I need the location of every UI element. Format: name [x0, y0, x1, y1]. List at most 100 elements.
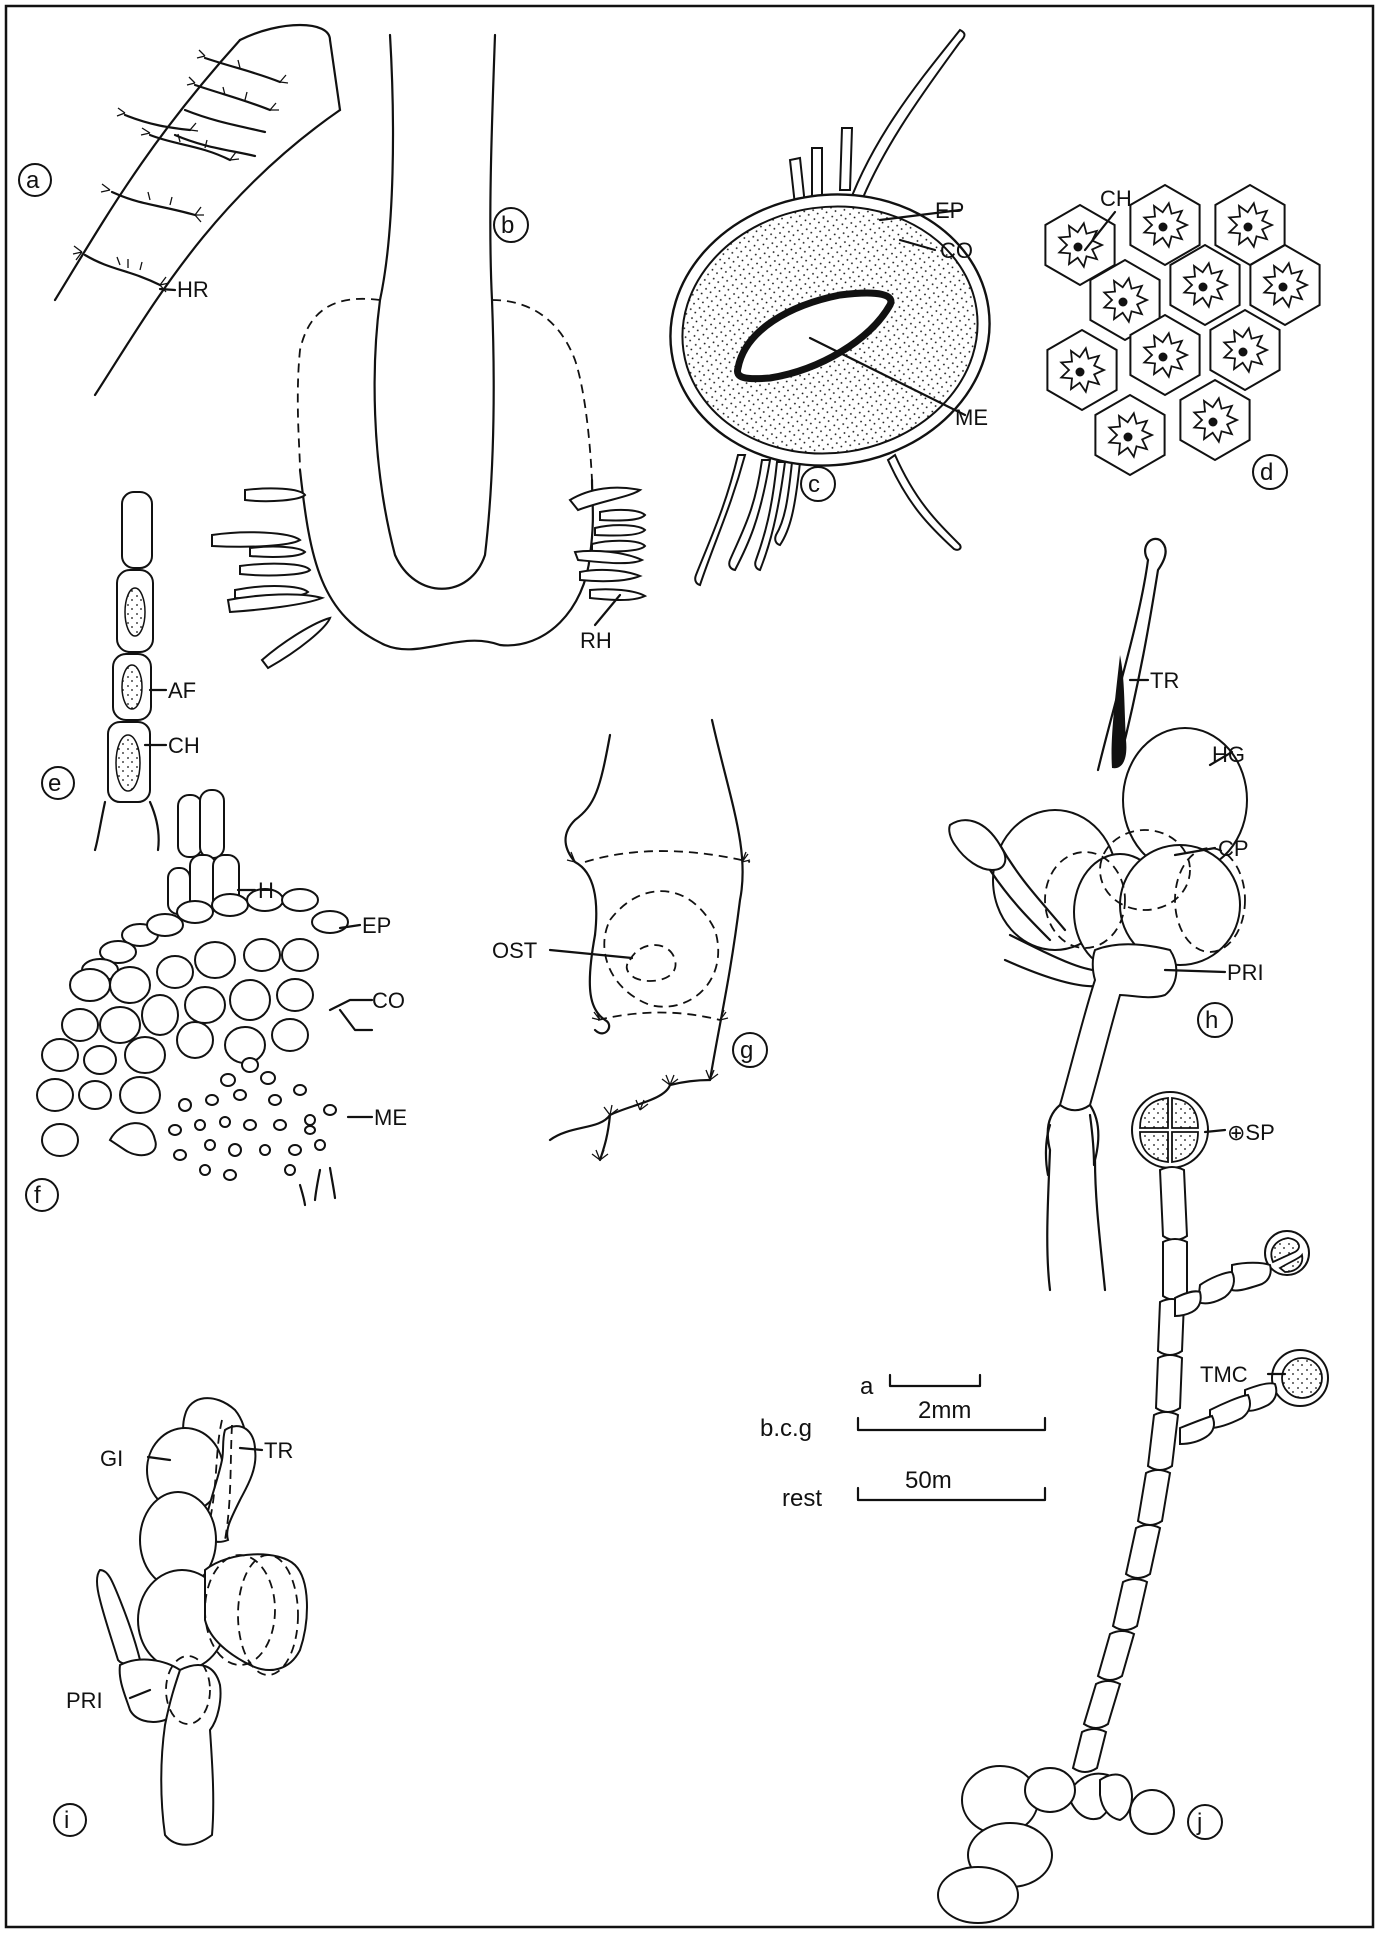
medullary-cell: [195, 1120, 205, 1130]
panel-a-filament: [55, 25, 340, 395]
medullary-cell: [110, 1123, 156, 1155]
medullary-cell: [224, 1170, 236, 1180]
medullary-cell: [315, 1140, 325, 1150]
medullary-cell: [261, 1072, 275, 1084]
pyrenoid: [1159, 353, 1168, 362]
filament-cell: [1098, 1631, 1134, 1680]
cortical-cell: [37, 1079, 73, 1111]
cortical-cell: [244, 939, 280, 971]
pyrenoid: [1159, 223, 1168, 232]
panel-label-h: h: [1205, 1007, 1218, 1034]
label-CO-f: CO: [372, 988, 405, 1013]
label-HR: HR: [177, 277, 209, 302]
label-H: H: [258, 878, 274, 903]
label-EP-c: EP: [935, 198, 964, 223]
medullary-cell: [294, 1085, 306, 1095]
filament-cell: [1156, 1355, 1182, 1412]
filament-cell: [1126, 1525, 1160, 1578]
medullary-cell: [274, 1120, 286, 1130]
medullary-cell: [229, 1144, 241, 1156]
epidermal-cell: [147, 914, 183, 936]
cortical-cell: [225, 1027, 265, 1063]
cortical-cell: [125, 1037, 165, 1073]
filament-cell: [1084, 1681, 1120, 1728]
medullary-cell: [285, 1165, 295, 1175]
medullary-cell: [244, 1120, 256, 1130]
medullary-cell: [220, 1117, 230, 1127]
filament-strands: [300, 1168, 335, 1205]
panel-label-i: i: [64, 1807, 69, 1834]
cortical-cell: [230, 980, 270, 1020]
cortical-cell: [120, 1077, 160, 1113]
cortical-cell: [195, 942, 235, 978]
medullary-cell: [221, 1074, 235, 1086]
medullary-cell: [305, 1115, 315, 1125]
medullary-cell: [200, 1165, 210, 1175]
cortical-cell: [110, 967, 150, 1003]
rhizoid-group-right: [570, 488, 645, 600]
panel-label-f: f: [34, 1182, 41, 1209]
panel-i-branch: [97, 1398, 307, 1845]
cortical-cell: [282, 939, 318, 971]
panel-f-tissue: [37, 790, 372, 1205]
epidermal-cell: [212, 894, 248, 916]
label-HG: HG: [1212, 742, 1245, 767]
medullary-cell: [179, 1099, 191, 1111]
pyrenoid: [1124, 433, 1133, 442]
filament-cell: [1113, 1579, 1147, 1630]
medullary-cell: [269, 1095, 281, 1105]
scale-bcg-value: 2mm: [918, 1397, 971, 1424]
cortical-cell: [79, 1081, 111, 1109]
label-EP-f: EP: [362, 913, 391, 938]
medullary-cell: [305, 1126, 315, 1134]
cortical-cell: [84, 1046, 116, 1074]
panel-label-d: d: [1260, 459, 1273, 486]
label-TR-h: TR: [1150, 668, 1179, 693]
cortical-cell: [272, 1019, 308, 1051]
pyrenoid: [1209, 418, 1218, 427]
panel-b-thallus: [212, 35, 645, 668]
panel-d-cell-grid: [1045, 185, 1319, 475]
medullary-cell: [289, 1145, 301, 1155]
label-CO-c: CO: [940, 238, 973, 263]
panel-label-b: b: [501, 212, 514, 239]
cortical-cell: [277, 979, 313, 1011]
medullary-cell: [260, 1145, 270, 1155]
cortical-cell: [42, 1039, 78, 1071]
filament-cell: [1163, 1239, 1187, 1300]
medullary-cell: [205, 1140, 215, 1150]
cortical-cell: [142, 995, 178, 1035]
label-CP: CP: [1218, 836, 1249, 861]
medullary-cell: [174, 1150, 186, 1160]
scale-bcg-key: b.c.g: [760, 1415, 812, 1442]
label-PRI-i: PRI: [66, 1688, 103, 1713]
panel-g-ostiole: [550, 720, 750, 1160]
panel-label-e: e: [48, 770, 61, 797]
label-CH-e: CH: [168, 733, 200, 758]
panel-label-j: j: [1196, 1809, 1202, 1836]
label-ME-c: ME: [955, 405, 988, 430]
cortical-cell: [42, 1124, 78, 1156]
cortical-cell: [70, 969, 110, 1001]
label-GI: GI: [100, 1446, 123, 1471]
cortical-cell: [177, 1022, 213, 1058]
label-CH-d: CH: [1100, 186, 1132, 211]
panel-label-a: a: [26, 167, 40, 194]
pyrenoid: [1199, 283, 1208, 292]
label-ME-f: ME: [374, 1105, 407, 1130]
label-OST: OST: [492, 938, 537, 963]
cortical-cell: [185, 987, 225, 1023]
label-TMC: TMC: [1200, 1362, 1248, 1387]
panel-j-spore-branch: [938, 1092, 1328, 1923]
panel-c-cross-section: [653, 30, 1007, 585]
label-TR-i: TR: [264, 1438, 293, 1463]
scale-rest-value: 50m: [905, 1467, 952, 1494]
filament-cell: [1138, 1470, 1170, 1525]
epidermal-cell: [312, 911, 348, 933]
label-SP: ⊕SP: [1227, 1120, 1275, 1145]
medullary-cell: [242, 1058, 258, 1072]
rhizoid-group-left: [212, 488, 330, 668]
medullary-cell: [234, 1090, 246, 1100]
label-AF: AF: [168, 678, 196, 703]
filament-cell: [1160, 1167, 1187, 1240]
